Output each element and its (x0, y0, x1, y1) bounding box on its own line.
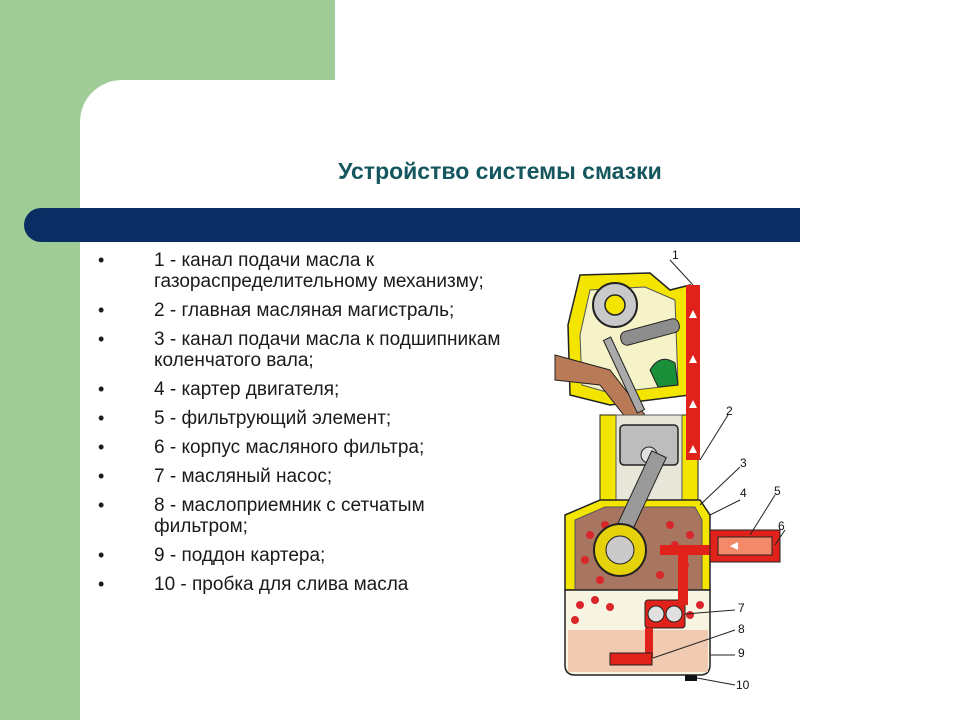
bullet-icon: • (98, 466, 105, 486)
legend-text: 3 - канал подачи масла к подшипникам кол… (154, 329, 501, 371)
label-10: 10 (736, 678, 750, 692)
legend-item: • 7 - масляный насос; (96, 466, 516, 487)
label-9: 9 (738, 646, 745, 660)
bullet-icon: • (98, 329, 105, 349)
legend-item: • 10 - пробка для слива масла (96, 574, 516, 595)
legend-text: 9 - поддон картера; (154, 545, 326, 566)
bullet-icon: • (98, 300, 105, 320)
oil-pickup-tube (645, 628, 653, 658)
legend-text: 8 - маслоприемник с сетчатым фильтром; (154, 495, 425, 537)
slide-title: Устройство системы смазки (338, 158, 662, 184)
bullet-icon: • (98, 379, 105, 399)
legend-item: • 6 - корпус масляного фильтра; (96, 437, 516, 458)
label-5: 5 (774, 484, 781, 498)
cylinder-block-left-wall (599, 414, 617, 506)
bullet-icon: • (98, 495, 105, 515)
oil-pickup-screen (609, 652, 653, 666)
bullet-icon: • (98, 437, 105, 457)
label-8: 8 (738, 622, 745, 636)
label-1: 1 (672, 248, 679, 262)
legend-item: • 4 - картер двигателя; (96, 379, 516, 400)
main-oil-gallery (686, 285, 700, 460)
legend-text: 1 - канал подачи масла к газораспределит… (154, 250, 484, 292)
legend-item: • 9 - поддон картера; (96, 545, 516, 566)
content-panel (80, 80, 960, 720)
rocker-arm (620, 318, 680, 346)
title-divider-bar (24, 208, 800, 242)
bullet-icon: • (98, 545, 105, 565)
legend-item: • 2 - главная масляная магистраль; (96, 300, 516, 321)
component-legend-list: • 1 - канал подачи масла к газораспредели… (96, 250, 516, 603)
label-4: 4 (740, 486, 747, 500)
legend-item: • 8 - маслоприемник с сетчатым фильтром; (96, 495, 516, 537)
legend-text: 7 - масляный насос; (154, 466, 333, 487)
label-3: 3 (740, 456, 747, 470)
legend-text: 2 - главная масляная магистраль; (154, 300, 455, 321)
legend-text: 5 - фильтрующий элемент; (154, 408, 392, 429)
pump-gear-icon (665, 605, 683, 623)
lubrication-system-diagram: 1 2 3 4 5 6 7 8 9 10 (554, 248, 786, 692)
label-2: 2 (726, 404, 733, 418)
bullet-icon: • (98, 574, 105, 594)
legend-item: • 1 - канал подачи масла к газораспредели… (96, 250, 516, 292)
camshaft-hub-icon (604, 294, 626, 316)
legend-text: 10 - пробка для слива масла (154, 574, 409, 595)
legend-text: 4 - картер двигателя; (154, 379, 340, 400)
crankshaft-hub-icon (605, 535, 635, 565)
pump-to-gallery-channel (678, 545, 688, 605)
oil-level (568, 630, 708, 672)
flow-arrows (689, 310, 738, 550)
oil-pan-droplets (571, 596, 704, 624)
bullet-icon: • (98, 408, 105, 428)
oil-filter-element (717, 536, 773, 556)
valve (602, 336, 646, 414)
label-7: 7 (738, 601, 745, 615)
label-6: 6 (778, 519, 785, 533)
pump-gear-icon (647, 605, 665, 623)
bullet-icon: • (98, 250, 105, 270)
callout-lines (652, 259, 786, 686)
legend-item: • 3 - канал подачи масла к подшипникам ко… (96, 329, 516, 371)
legend-item: • 5 - фильтрующий элемент; (96, 408, 516, 429)
oil-pocket (649, 358, 679, 388)
drain-plug (685, 675, 697, 681)
legend-text: 6 - корпус масляного фильтра; (154, 437, 425, 458)
